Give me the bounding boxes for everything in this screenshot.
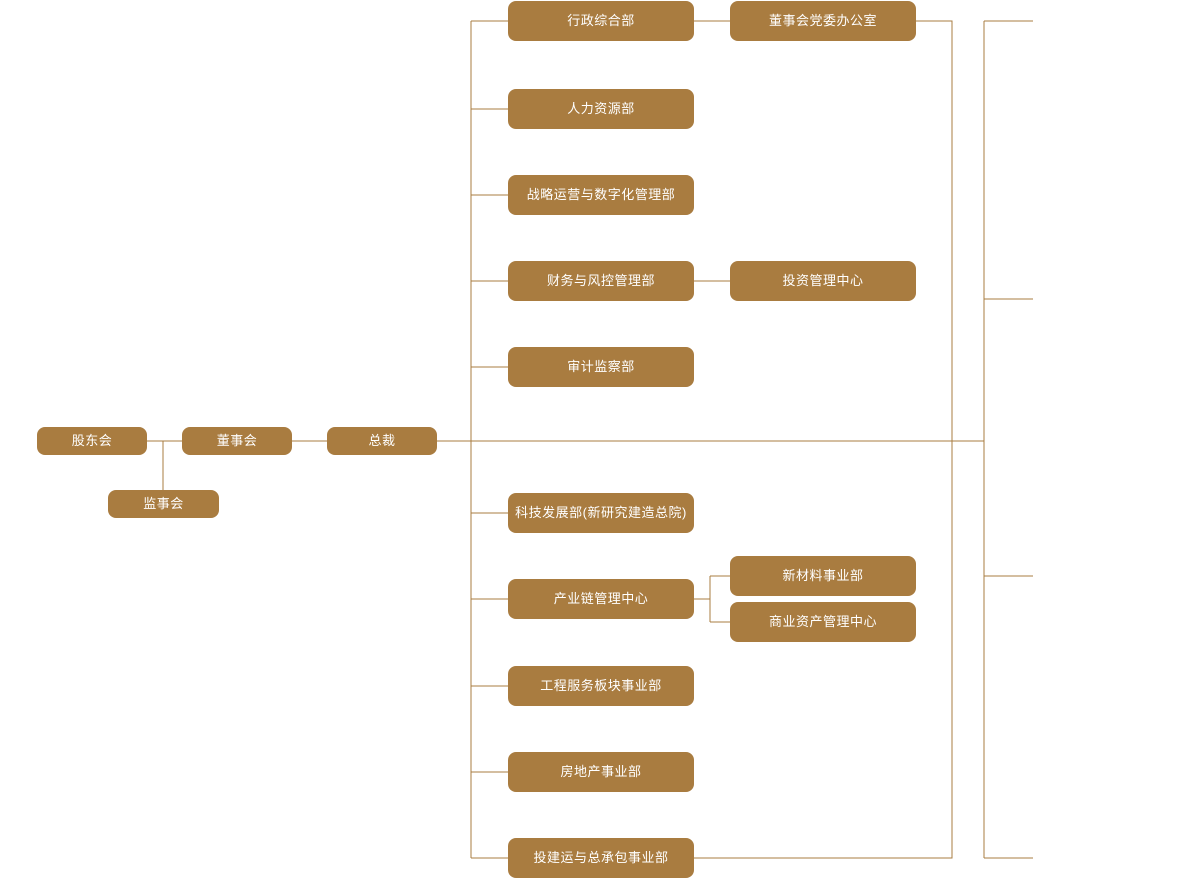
org-node-tech[interactable]: 科技发展部(新研究建造总院) [508,493,694,533]
org-node-label: 财务与风控管理部 [546,273,655,289]
org-node-board[interactable]: 董事会 [182,427,292,455]
org-node-label: 行政综合部 [567,13,635,29]
org-node-label: 房地产事业部 [560,764,642,780]
org-node-investment[interactable]: 投资管理中心 [730,261,916,301]
org-node-eng-service[interactable]: 工程服务板块事业部 [508,666,694,706]
org-node-label: 审计监察部 [567,359,635,375]
org-node-president[interactable]: 总裁 [327,427,437,455]
org-node-label: 股东会 [71,433,113,449]
org-node-label: 商业资产管理中心 [768,614,877,630]
org-node-hr[interactable]: 人力资源部 [508,89,694,129]
org-node-label: 投建运与总承包事业部 [533,850,669,866]
org-node-commercial[interactable]: 商业资产管理中心 [730,602,916,642]
org-node-label: 工程服务板块事业部 [540,678,662,694]
org-node-strategy[interactable]: 战略运营与数字化管理部 [508,175,694,215]
org-node-admin[interactable]: 行政综合部 [508,1,694,41]
org-node-label: 科技发展部(新研究建造总院) [515,505,687,521]
org-node-label: 监事会 [143,496,184,512]
org-node-invest-build[interactable]: 投建运与总承包事业部 [508,838,694,878]
right-bracket-inner [694,20,953,859]
org-node-supervisors[interactable]: 监事会 [108,490,219,518]
org-node-label: 投资管理中心 [782,273,864,289]
org-node-label: 人力资源部 [567,101,635,117]
org-node-label: 产业链管理中心 [553,591,649,607]
org-node-label: 战略运营与数字化管理部 [526,187,676,203]
org-node-real-estate[interactable]: 房地产事业部 [508,752,694,792]
org-node-label: 新材料事业部 [782,568,864,584]
org-node-finance[interactable]: 财务与风控管理部 [508,261,694,301]
org-node-chain[interactable]: 产业链管理中心 [508,579,694,619]
org-node-label: 总裁 [368,433,396,449]
org-node-label: 董事会党委办公室 [768,13,877,29]
org-node-party-office[interactable]: 董事会党委办公室 [730,1,916,41]
org-node-new-material[interactable]: 新材料事业部 [730,556,916,596]
org-node-label: 董事会 [216,433,258,449]
org-node-shareholders[interactable]: 股东会 [37,427,147,455]
org-node-audit[interactable]: 审计监察部 [508,347,694,387]
